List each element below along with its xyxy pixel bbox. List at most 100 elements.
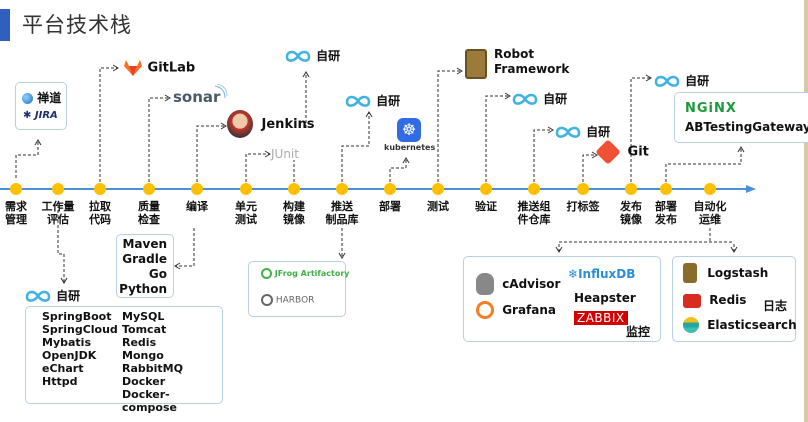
cadvisor-label: cAdvisor: [502, 276, 561, 291]
jira-icon: ✱: [23, 110, 32, 121]
stage-label-line2: 检查: [138, 213, 160, 226]
stage-label-line1: 部署: [655, 200, 677, 213]
stage-label-line1: 需求: [5, 200, 27, 213]
elasticsearch-label: Elasticsearch: [707, 317, 797, 332]
self-dev-label: 自研: [685, 74, 710, 88]
stage-label-test: 测试: [427, 200, 449, 213]
jfrog-label: JFrog Artifactory: [274, 269, 350, 278]
stack-item: Httpd: [42, 375, 78, 388]
stage-label-line1: 测试: [427, 200, 449, 213]
gitlab-icon: [124, 60, 142, 76]
stack-item: SpringBoot: [42, 310, 112, 323]
stage-node-requirements: [10, 183, 22, 195]
zabbix-logo: ZABBIX: [574, 311, 628, 325]
cloud-icon: [345, 95, 371, 107]
line-push: [341, 111, 373, 182]
line-estimate: [57, 205, 68, 284]
influxdb-icon: ❄: [568, 267, 579, 281]
stage-label-line1: 验证: [475, 200, 497, 213]
stack-item: eChart: [42, 362, 84, 375]
stage-label-push-component: 推送组件仓库: [518, 200, 551, 226]
logstash-tool: Logstash: [683, 263, 768, 283]
self-dev-label: 自研: [376, 94, 401, 108]
stage-label-line1: 构建: [283, 200, 305, 213]
abtesting-gateway-label: ABTestingGateway: [685, 120, 808, 134]
stage-label-line2: 发布: [655, 213, 677, 226]
stage-label-compile: 编译: [186, 200, 208, 213]
stage-label-line2: 制品库: [325, 213, 359, 226]
self-dev-stack-title: 自研: [25, 285, 80, 304]
self-dev-verify: 自研: [512, 88, 567, 107]
line-jenkins: [196, 122, 227, 182]
stage-label-line2: 代码: [89, 213, 111, 226]
stage-label-line1: 单元: [235, 200, 257, 213]
robot-label-line1: Robot: [494, 47, 535, 61]
build-tool-item: Maven: [122, 237, 167, 251]
line-junit: [245, 150, 271, 182]
sonar-waves-icon: [215, 84, 228, 99]
stage-label-line1: 打标签: [566, 200, 600, 213]
req-tools-box: 禅道 ✱ JIRA: [15, 82, 67, 130]
stack-item: Mongo: [122, 349, 164, 362]
gitlab-tool: GitLab: [123, 59, 195, 77]
stage-node-release-image: [625, 183, 637, 195]
stage-node-build-image: [288, 183, 300, 195]
stack-item: SpringCloud: [42, 323, 118, 336]
git-tool: Git: [595, 139, 649, 165]
self-dev-label: 自研: [586, 125, 611, 139]
stage-label-line1: 发布: [620, 200, 642, 213]
stage-label-line1: 质量: [138, 200, 160, 213]
line-gitlab: [99, 64, 119, 182]
title-accent-bar: [0, 9, 10, 41]
artifact-box: JFrog Artifactory HARBOR: [248, 261, 349, 317]
self-dev-label: 自研: [316, 49, 341, 63]
sonar-tool: sonar: [173, 84, 228, 106]
git-label: Git: [627, 144, 649, 160]
line-req: [15, 139, 42, 178]
stage-node-deploy-release: [660, 183, 672, 195]
stage-label-release-image: 发布镜像: [620, 200, 642, 226]
stack-item: Docker-compose: [122, 388, 177, 414]
line-nginx: [665, 146, 745, 182]
stage-label-unit-test: 单元测试: [235, 200, 257, 226]
logging-box: Logstash Redis 日志 Elasticsearch: [672, 256, 797, 342]
stack-item: OpenJDK: [42, 349, 97, 362]
stage-label-line1: 推送组: [517, 200, 551, 213]
cloud-icon: [25, 290, 51, 302]
redis-tool: Redis: [683, 293, 746, 308]
redis-label: Redis: [709, 293, 747, 307]
stage-label-line1: 工作量: [41, 200, 75, 213]
stage-label-line1: 部署: [379, 200, 401, 213]
stage-node-compile: [191, 183, 203, 195]
stage-label-tag: 打标签: [567, 200, 600, 213]
zentao-icon: [22, 93, 33, 104]
stage-label-verify: 验证: [475, 200, 497, 213]
cloud-icon: [512, 93, 538, 105]
nginx-box: NGiNX ABTestingGateway: [674, 92, 808, 143]
stage-label-line1: 编译: [186, 200, 208, 213]
monitoring-label: 监控: [626, 325, 651, 339]
build-tool-item: Python: [119, 282, 167, 296]
jfrog-icon: [261, 268, 272, 279]
stack-item: RabbitMQ: [122, 362, 183, 375]
kubernetes-label: kubernetes: [384, 143, 436, 152]
robot-label-line2: Framework: [494, 62, 570, 76]
self-dev-label: 自研: [543, 92, 568, 106]
nginx-logo: NGiNX: [685, 101, 737, 116]
stage-label-push-artifact: 推送制品库: [326, 200, 359, 226]
stage-label-line2: 测试: [235, 213, 257, 226]
stage-label-line1: 自动化: [693, 200, 727, 213]
kubernetes-icon: ☸: [397, 118, 421, 142]
robot-icon: [465, 49, 487, 79]
zentao-label: 禅道: [37, 91, 62, 105]
monitoring-box: cAdvisor ❄InfluxDB Heapster Grafana ZABB…: [463, 256, 661, 342]
stage-node-pull-code: [94, 183, 106, 195]
line-release: [630, 74, 652, 182]
stage-label-line2: 评估: [47, 213, 69, 226]
elasticsearch-icon: [683, 317, 699, 333]
line-verify: [485, 92, 511, 182]
stage-label-line2: 运维: [699, 213, 721, 226]
page-title: 平台技术栈: [22, 13, 132, 37]
